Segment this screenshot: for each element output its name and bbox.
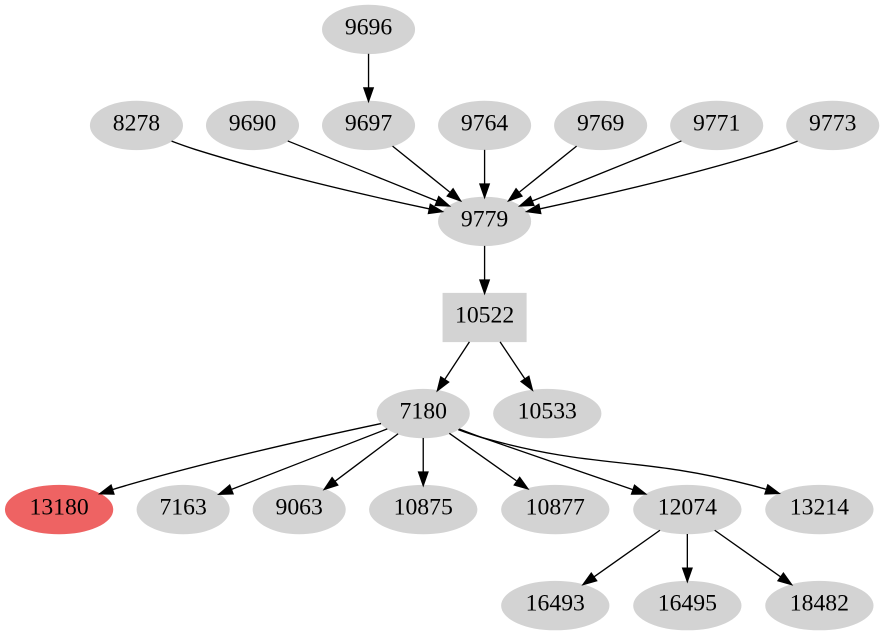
svg-text:13180: 13180 xyxy=(29,495,88,521)
svg-text:9779: 9779 xyxy=(461,206,508,232)
svg-text:9773: 9773 xyxy=(809,110,856,136)
svg-text:9764: 9764 xyxy=(461,110,509,136)
svg-text:12074: 12074 xyxy=(658,495,717,521)
svg-text:7163: 7163 xyxy=(159,495,206,521)
svg-text:10533: 10533 xyxy=(518,398,577,424)
svg-text:10877: 10877 xyxy=(526,495,585,521)
svg-text:18482: 18482 xyxy=(790,591,849,617)
svg-text:8278: 8278 xyxy=(113,110,160,136)
svg-text:16493: 16493 xyxy=(526,591,585,617)
svg-text:10522: 10522 xyxy=(455,302,514,328)
svg-text:9771: 9771 xyxy=(693,110,740,136)
svg-text:10875: 10875 xyxy=(394,495,453,521)
svg-text:9769: 9769 xyxy=(577,110,624,136)
svg-text:13214: 13214 xyxy=(790,495,849,521)
svg-text:16495: 16495 xyxy=(658,591,717,617)
svg-text:9697: 9697 xyxy=(345,110,393,136)
svg-text:9063: 9063 xyxy=(275,495,322,521)
svg-text:9696: 9696 xyxy=(345,14,393,40)
svg-text:9690: 9690 xyxy=(229,110,276,136)
svg-text:7180: 7180 xyxy=(400,398,447,424)
